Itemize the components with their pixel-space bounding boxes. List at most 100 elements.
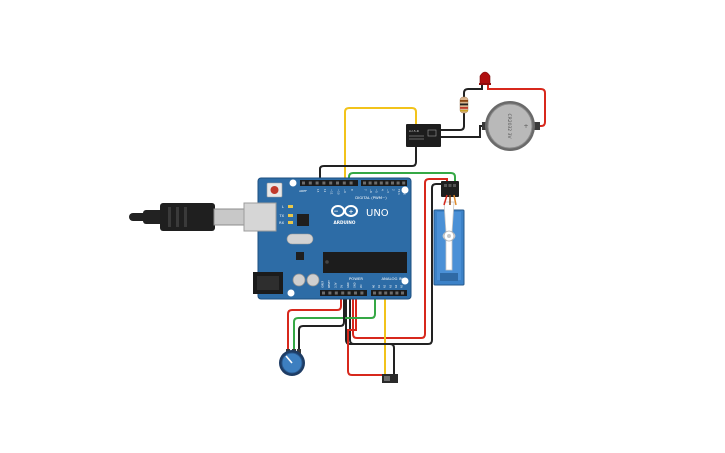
analog-pin-label: A0: [373, 284, 376, 288]
digital-pin-label: ~5: [375, 189, 379, 193]
label-rx: RX: [279, 221, 284, 225]
analog-header: [371, 290, 407, 296]
led-tx: [288, 214, 293, 217]
crystal: [286, 233, 314, 245]
pin-hole[interactable]: [329, 181, 333, 185]
black-wire-switch[interactable]: [345, 297, 395, 375]
resistor[interactable]: [459, 96, 469, 114]
analog-pin-hole[interactable]: [373, 291, 376, 295]
power-pin-hole[interactable]: [354, 291, 357, 295]
servo-motor[interactable]: [433, 181, 465, 286]
red-wire-pot[interactable]: [287, 297, 342, 352]
analog-pin-hole[interactable]: [395, 291, 399, 295]
capacitor: [292, 273, 306, 287]
black-wire-led[interactable]: [463, 84, 483, 97]
arduino-logo: − +: [331, 205, 358, 217]
mount-hole: [287, 289, 295, 297]
power-pin-hole[interactable]: [328, 291, 332, 295]
mount-hole: [289, 179, 297, 187]
power-pin-hole[interactable]: [334, 291, 338, 295]
pin-hole[interactable]: [368, 181, 372, 185]
digital-label: DIGITAL (PWM~): [355, 195, 387, 200]
digital-pin-label: TX 1: [397, 189, 401, 195]
pin-hole[interactable]: [402, 181, 406, 185]
power-pin-hole[interactable]: [322, 291, 325, 295]
pin-hole[interactable]: [336, 181, 339, 185]
slide-switch[interactable]: [382, 374, 398, 383]
green-wire-pot[interactable]: [293, 297, 376, 352]
power-pin-hole[interactable]: [341, 291, 345, 295]
black-wire-relay[interactable]: [319, 147, 417, 183]
black-wire-pot[interactable]: [298, 297, 345, 352]
label-l: L: [282, 205, 284, 209]
relay[interactable]: LU-5-R: [406, 124, 441, 147]
analog-pin-label: A2: [384, 284, 387, 288]
label-tx: TX: [278, 214, 284, 218]
digital-pin-label: ~9: [343, 189, 347, 193]
led-l: [288, 205, 293, 208]
pin-hole[interactable]: [315, 181, 319, 185]
power-pin-hole[interactable]: [360, 291, 364, 295]
pin-hole[interactable]: [322, 181, 326, 185]
red-led[interactable]: [479, 71, 491, 85]
power-pin-hole[interactable]: [347, 291, 351, 295]
pin-hole[interactable]: [363, 181, 366, 185]
analog-pin-hole[interactable]: [401, 291, 404, 295]
analog-pin-label: A3: [389, 284, 392, 288]
digital-pin-label: 2: [392, 189, 396, 191]
pin-hole[interactable]: [396, 181, 400, 185]
usb-plug: [160, 203, 215, 231]
analog-pin-label: A4: [395, 284, 398, 288]
analog-pin-hole[interactable]: [389, 291, 393, 295]
pin-hole[interactable]: [308, 181, 312, 185]
digital-header-right: [361, 180, 407, 186]
wires: [287, 84, 546, 376]
digital-header-left: [300, 180, 358, 186]
mount-hole: [401, 277, 409, 285]
regulator: [296, 252, 304, 260]
pin-hole[interactable]: [391, 181, 394, 185]
red-wire-battery[interactable]: [487, 84, 546, 127]
pin-hole[interactable]: [342, 181, 346, 185]
pin-hole[interactable]: [385, 181, 389, 185]
analog-pin-label: A1: [378, 284, 381, 288]
power-pin-label: 3.3V: [334, 282, 337, 288]
pin-hole[interactable]: [302, 181, 305, 185]
digital-pin-label: 8: [350, 189, 354, 191]
usb-cable: [129, 203, 247, 231]
power-pin-label: IOREF: [322, 280, 325, 288]
pin-hole[interactable]: [379, 181, 383, 185]
analog-pin-label: A5: [401, 284, 404, 288]
black-wire-battery[interactable]: [441, 125, 484, 138]
pin-hole[interactable]: [349, 181, 353, 185]
switch-slider[interactable]: [384, 376, 390, 381]
black-wire-resistor[interactable]: [441, 113, 465, 131]
digital-pin-label: ~6: [369, 189, 373, 193]
pin-hole[interactable]: [374, 181, 378, 185]
analog-pin-hole[interactable]: [378, 291, 382, 295]
analog-pin-hole[interactable]: [384, 291, 388, 295]
led-rx: [288, 221, 293, 224]
servo-connector: [441, 181, 459, 197]
power-pin-label: RESET: [328, 280, 331, 288]
digital-pin-label: RX 0: [403, 189, 407, 195]
potentiometer[interactable]: [279, 349, 305, 376]
power-label: POWER: [349, 276, 363, 281]
coin-battery[interactable]: CR2032 3V +: [482, 101, 540, 151]
red-wire-switch[interactable]: [347, 297, 383, 376]
reset-button-cap[interactable]: [270, 186, 279, 194]
usb-chip: [297, 214, 309, 226]
digital-pin-label: 12: [323, 189, 327, 193]
model-text: UNO: [366, 208, 389, 219]
label-aref: AREF: [299, 189, 307, 193]
green-wire-servo[interactable]: [348, 172, 456, 183]
battery-label: CR2032 3V: [506, 113, 512, 139]
red-wire-servo[interactable]: [352, 178, 448, 339]
black-wire-servo[interactable]: [349, 183, 444, 345]
power-pin-label: 5V: [341, 284, 344, 288]
yellow-wire-relay[interactable]: [344, 107, 417, 183]
digital-pin-label: 7: [364, 189, 368, 191]
